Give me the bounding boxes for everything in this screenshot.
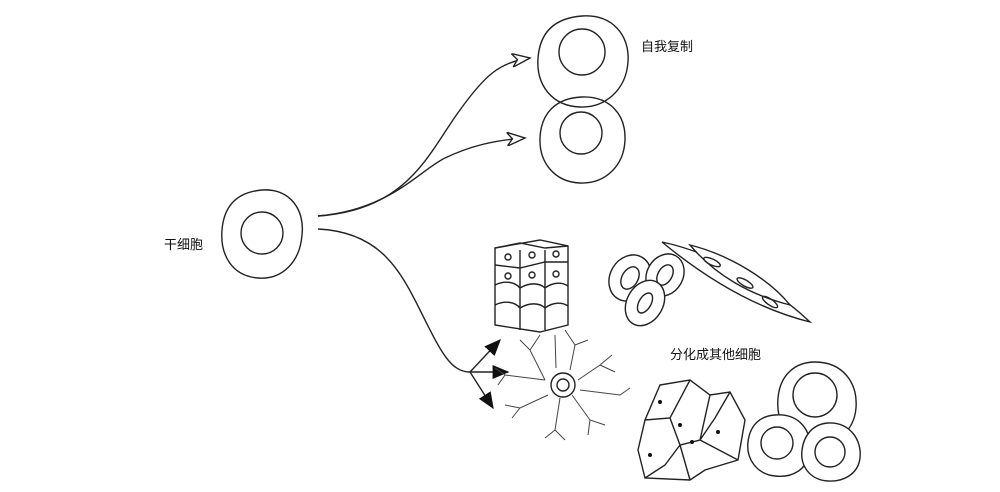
neuron xyxy=(494,329,631,441)
polygonal-cells xyxy=(637,379,746,481)
arrow-self-renewal-2 xyxy=(317,138,525,217)
round-cells xyxy=(747,361,861,482)
red-blood-cells xyxy=(608,253,685,327)
stem-cell xyxy=(221,189,304,279)
stem-cell-label: 干细胞 xyxy=(164,238,204,253)
arrow-self-renewal-1 xyxy=(317,58,530,217)
arrow-branch-1 xyxy=(469,338,501,373)
differentiation-label: 分化成其他细胞 xyxy=(670,348,762,363)
arrow-differentiation xyxy=(317,228,471,373)
daughter-cell-2 xyxy=(539,96,626,184)
epithelial-cells xyxy=(494,239,569,333)
arrow-branch-3 xyxy=(469,371,494,410)
self-renewal-label: 自我复制 xyxy=(641,40,694,55)
daughter-cell-1 xyxy=(537,15,629,108)
smooth-muscle-cells xyxy=(661,241,813,324)
